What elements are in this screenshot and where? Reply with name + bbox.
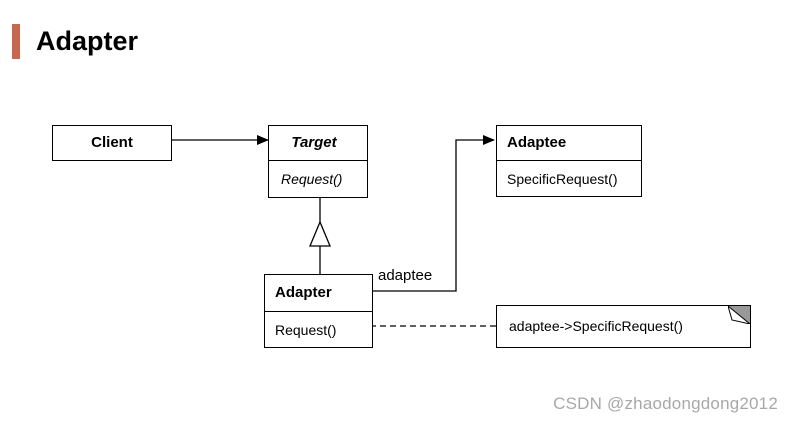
- target-class: Target Request(): [268, 125, 368, 198]
- association-label: adaptee: [378, 267, 433, 284]
- client-label: Client: [91, 134, 133, 151]
- adaptee-class: Adaptee SpecificRequest(): [496, 125, 642, 197]
- adapter-adaptee-association: [372, 135, 495, 292]
- client-class: Client: [52, 125, 172, 161]
- generalization-triangle: [309, 220, 331, 247]
- watermark: CSDN @zhaodongdong2012: [553, 394, 778, 413]
- adapter-operation: Request(): [275, 322, 337, 338]
- adapter-class: Adapter Request(): [264, 274, 373, 348]
- adapter-name: Adapter: [265, 275, 372, 312]
- note-text: adaptee->SpecificRequest(): [509, 318, 683, 334]
- page-title: Adapter: [36, 26, 139, 56]
- note-box: adaptee->SpecificRequest(): [496, 305, 751, 348]
- target-name: Target: [269, 126, 367, 161]
- note-fold-icon: [728, 306, 750, 324]
- adaptee-name: Adaptee: [497, 126, 641, 161]
- title-accent-bar: [12, 24, 20, 59]
- adaptee-operation: SpecificRequest(): [507, 171, 618, 187]
- target-operation: Request(): [281, 171, 343, 187]
